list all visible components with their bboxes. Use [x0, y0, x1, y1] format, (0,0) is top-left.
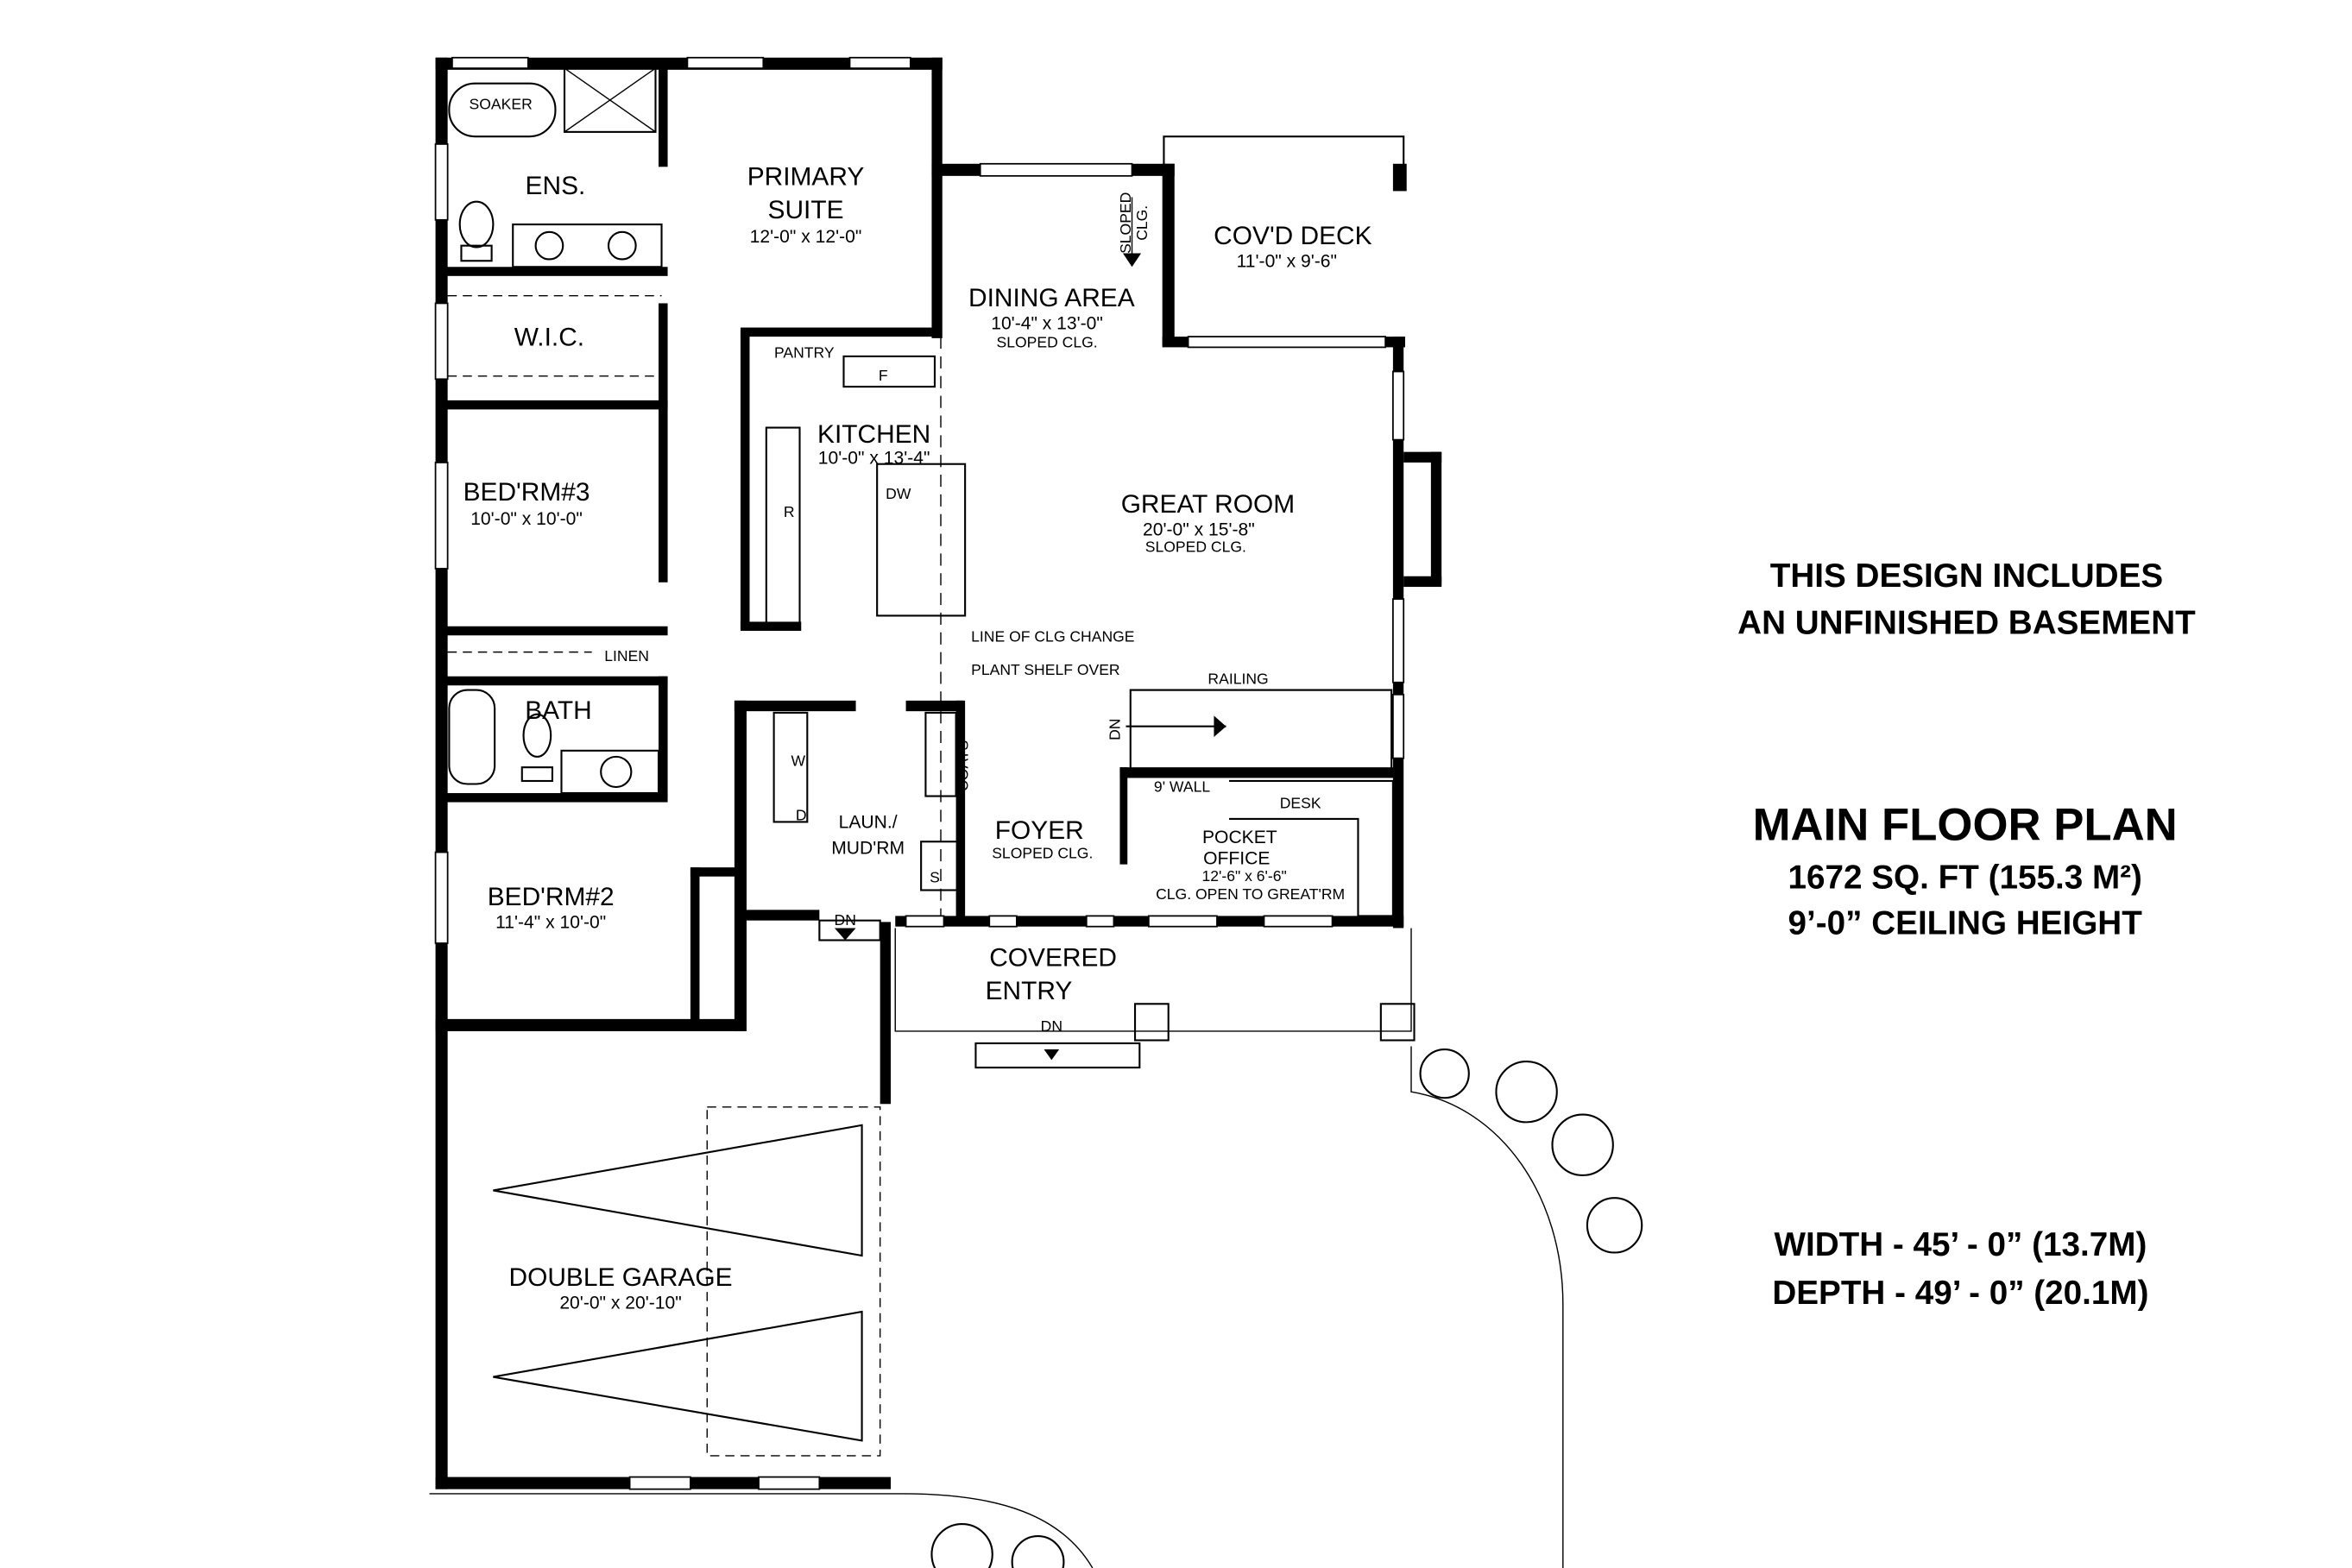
kitchen-dims: 10'-0" x 13'-4" [818, 449, 930, 469]
tree-icon [1419, 1048, 1470, 1099]
laundry-label-2: MUD'RM [831, 838, 905, 858]
tree-icon [1586, 1197, 1643, 1254]
laundry-label-1: LAUN./ [839, 812, 898, 832]
bath-label: BATH [525, 696, 591, 725]
entry-label-1: COVERED [989, 943, 1117, 972]
basement-note-line-1: THIS DESIGN INCLUDES [1770, 557, 2163, 595]
primary-label-1: PRIMARY [747, 162, 865, 191]
primary-label-2: SUITE [768, 196, 844, 224]
washer-label: W [791, 752, 805, 769]
garage-label: DOUBLE GARAGE [509, 1263, 733, 1292]
bed2-dims: 11'-4" x 10'-0" [495, 912, 606, 932]
primary-dims: 12'-0" x 12'-0" [750, 227, 862, 247]
garage-door-markers [493, 1106, 881, 1457]
deck-label: COV'D DECK [1214, 222, 1371, 250]
sloped-label-1: SLOPED [1117, 192, 1134, 254]
kitchen-label: KITCHEN [817, 420, 930, 449]
great-room-note: SLOPED CLG. [1145, 538, 1246, 556]
office-note: CLG. OPEN TO GREAT'RM [1156, 885, 1345, 903]
office-label-2: OFFICE [1203, 849, 1270, 869]
basement-note-line-2: AN UNFINISHED BASEMENT [1737, 605, 2196, 642]
foyer-label: FOYER [995, 816, 1084, 845]
sloped-label-2: CLG. [1133, 205, 1151, 241]
tree-icon [1011, 1535, 1065, 1568]
bed2-label: BED'RM#2 [488, 883, 615, 911]
coats-label: COATS [955, 740, 972, 791]
great-room-label: GREAT ROOM [1121, 490, 1295, 519]
plan-ceiling-height: 9’-0” CEILING HEIGHT [1788, 904, 2143, 941]
sink-label: S [930, 869, 940, 886]
nine-foot-wall-label: 9' WALL [1154, 778, 1210, 795]
clg-change-note: LINE OF CLG CHANGE [971, 627, 1134, 645]
foyer-note: SLOPED CLG. [992, 845, 1093, 862]
tree-icon [1551, 1113, 1614, 1176]
desk-label: DESK [1280, 795, 1321, 812]
entry-dn-label: DN [1041, 1017, 1062, 1035]
dishwasher-label: DW [886, 485, 911, 502]
wic-label: W.I.C. [514, 324, 584, 352]
dining-label: DINING AREA [968, 284, 1135, 312]
plan-depth: DEPTH - 49’ - 0” (20.1M) [1772, 1275, 2148, 1312]
entry-label-2: ENTRY [986, 977, 1073, 1005]
stairs-dn-label: DN [1106, 719, 1123, 740]
great-room-dims: 20'-0" x 15'-8" [1143, 520, 1255, 539]
deck-dims: 11'-0" x 9'-6" [1237, 251, 1337, 271]
garage-dims: 20'-0" x 20'-10" [559, 1294, 681, 1313]
plan-area: 1672 SQ. FT (155.3 M²) [1788, 860, 2141, 897]
bed3-dims: 10'-0" x 10'-0" [470, 509, 583, 529]
bed3-label: BED'RM#3 [463, 478, 590, 507]
windows [434, 56, 1405, 1490]
plan-title: MAIN FLOOR PLAN [1753, 800, 2178, 851]
fridge-label: R [784, 503, 795, 520]
railing-label: RAILING [1208, 671, 1268, 688]
soaker-label: SOAKER [470, 96, 533, 113]
dryer-label: D [796, 807, 807, 824]
plant-shelf-note: PLANT SHELF OVER [971, 661, 1119, 678]
office-label-1: POCKET [1202, 828, 1277, 847]
tree-icon [930, 1522, 993, 1568]
plan-width: WIDTH - 45’ - 0” (13.7M) [1775, 1226, 2147, 1263]
mudroom-dn-label: DN [835, 911, 856, 929]
linen-label: LINEN [604, 647, 649, 664]
ensuite-label: ENS. [526, 172, 586, 200]
tree-icon [1495, 1061, 1558, 1124]
landscape [429, 1046, 1643, 1568]
fixtures [447, 67, 1416, 1069]
dining-note: SLOPED CLG. [996, 333, 1097, 350]
pantry-label: PANTRY [774, 344, 835, 362]
freezer-label: F [879, 367, 888, 384]
dining-dims: 10'-4" x 13'-0" [991, 313, 1103, 333]
office-dims: 12'-6" x 6'-6" [1201, 867, 1286, 885]
